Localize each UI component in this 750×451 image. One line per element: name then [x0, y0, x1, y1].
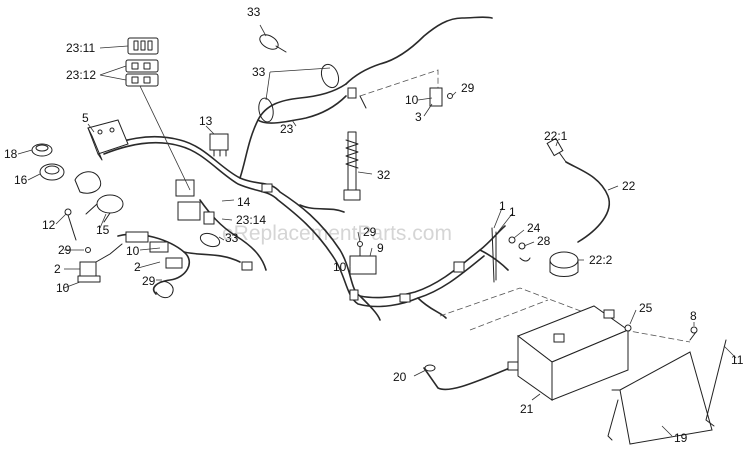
callout-10-middle: 10 [126, 244, 140, 258]
callout-15: 15 [96, 223, 110, 237]
leader-lines [17, 24, 737, 437]
battery-hold-down-19 [607, 326, 727, 445]
callout-20: 20 [393, 370, 407, 384]
callout-25: 25 [639, 301, 653, 315]
callout-28: 28 [537, 234, 551, 248]
callout-21: 21 [520, 402, 534, 416]
callout-10-top: 10 [405, 93, 419, 107]
callout-29-middle: 29 [142, 274, 156, 288]
wire-harness [99, 16, 509, 321]
callout-29-switch: 29 [363, 225, 377, 239]
callout-5: 5 [82, 111, 89, 125]
positive-cable-22 [546, 137, 611, 277]
callout-33-upper: 33 [252, 65, 266, 79]
bracket-2-left [77, 243, 123, 283]
callout-33-middle: 33 [225, 231, 239, 245]
fasteners-24-28 [508, 236, 531, 262]
ignition-switch-15 [74, 171, 124, 223]
switch-9 [349, 241, 377, 275]
connector-23-12 [125, 59, 159, 87]
callout-19: 19 [674, 431, 688, 445]
cable-tie-33-top [259, 34, 287, 53]
callout-12: 12 [42, 218, 56, 232]
callout-1-b: 1 [509, 205, 516, 219]
callout-9: 9 [377, 241, 384, 255]
control-module-5 [87, 119, 129, 161]
callout-23-11: 23:11 [66, 41, 95, 55]
bracket-3 [359, 69, 453, 109]
fuse-holder-14 [175, 179, 215, 225]
sensor-12 [64, 208, 77, 241]
callout-23-14: 23:14 [236, 213, 266, 227]
watermark: eReplacementParts.com [222, 222, 452, 245]
spring-switch-32 [343, 131, 361, 201]
callout-24: 24 [527, 221, 541, 235]
hour-meter-16 [39, 163, 65, 181]
callout-3: 3 [415, 110, 422, 124]
callout-22-2: 22:2 [589, 253, 613, 267]
relay-13 [209, 133, 229, 157]
connector-23-11 [127, 37, 159, 55]
callout-33-top: 33 [247, 5, 261, 19]
callout-29-top: 29 [461, 81, 475, 95]
callout-22: 22 [622, 179, 636, 193]
callout-13: 13 [199, 114, 213, 128]
callout-10-left: 10 [56, 281, 70, 295]
battery-cables-1 [491, 227, 497, 283]
connectors-middle [125, 231, 183, 299]
callout-29-left: 29 [58, 243, 72, 257]
callout-labels: 33 23:11 23:12 5 13 18 16 12 15 29 2 10 … [4, 5, 744, 445]
callout-10-switch: 10 [333, 260, 347, 274]
key-switch-18 [31, 143, 53, 157]
callout-23: 23 [280, 122, 294, 136]
callout-32: 32 [377, 168, 391, 182]
callout-2-left: 2 [54, 262, 61, 276]
callout-11: 11 [731, 353, 744, 367]
negative-cable-20 [423, 361, 519, 391]
callout-22-1: 22:1 [544, 129, 568, 143]
cable-ties-33-upper [258, 63, 340, 123]
callout-16: 16 [14, 173, 28, 187]
callout-2-middle: 2 [134, 260, 141, 274]
callout-8: 8 [690, 309, 697, 323]
callout-18: 18 [4, 147, 18, 161]
callout-14: 14 [237, 195, 251, 209]
callout-1-a: 1 [499, 199, 506, 213]
battery-21 [516, 305, 632, 401]
cable-tie-33-middle [199, 232, 221, 248]
callout-23-12: 23:12 [66, 68, 96, 82]
